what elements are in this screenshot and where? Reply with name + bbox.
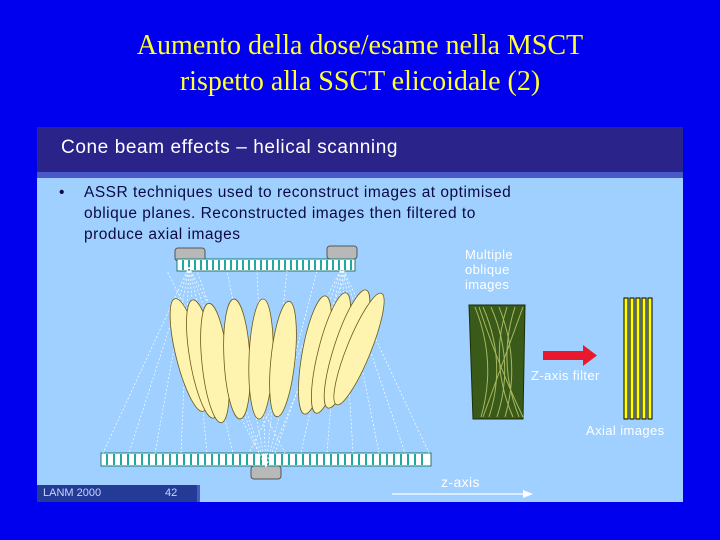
bullet-line-1: ASSR techniques used to reconstruct imag… (84, 184, 512, 201)
label-images: images (465, 277, 510, 292)
z-axis-arrow (392, 490, 533, 498)
xray-source-right (326, 245, 358, 260)
header-divider (37, 172, 683, 178)
panel-header-title: Cone beam effects – helical scanning (61, 137, 399, 158)
footer-page-number: 42 (165, 487, 178, 499)
xray-source-bottom (250, 465, 282, 480)
footer-left-text: LANM 2000 (43, 487, 102, 499)
axial-images (623, 297, 653, 420)
axial-images-label: Axial images (586, 423, 665, 438)
z-axis-filter-label: Z-axis filter (531, 368, 600, 383)
oblique-image-stack (468, 304, 526, 420)
slide-title: Aumento della dose/esame nella MSCT risp… (0, 28, 720, 100)
footer-edge (197, 485, 200, 502)
detector-row-top (176, 258, 356, 272)
bullet-item: • ASSR techniques used to reconstruct im… (59, 182, 669, 245)
label-oblique: oblique (465, 262, 510, 277)
panel-header: Cone beam effects – helical scanning (37, 127, 683, 172)
z-axis-filter-arrow (543, 345, 597, 366)
slide-title-line-1: Aumento della dose/esame nella MSCT (136, 30, 584, 61)
label-multiple: Multiple (465, 247, 513, 262)
slide-title-line-2: rispetto alla SSCT elicoidale (2) (179, 66, 541, 97)
slide-footer: LANM 2000 42 (37, 485, 197, 502)
oblique-image-ellipses (169, 289, 385, 424)
bullet-line-2: oblique planes. Reconstructed images the… (84, 205, 476, 222)
cone-beam-diagram (100, 245, 653, 498)
detector-row-bottom (100, 452, 432, 467)
bullet-dot: • (59, 184, 65, 201)
figure-panel: Cone beam effects – helical scanning • A… (37, 127, 683, 502)
bullet-line-3: produce axial images (84, 226, 241, 243)
z-axis-label: z-axis (441, 474, 480, 490)
multiple-oblique-images-label: Multiple oblique images (465, 247, 513, 292)
